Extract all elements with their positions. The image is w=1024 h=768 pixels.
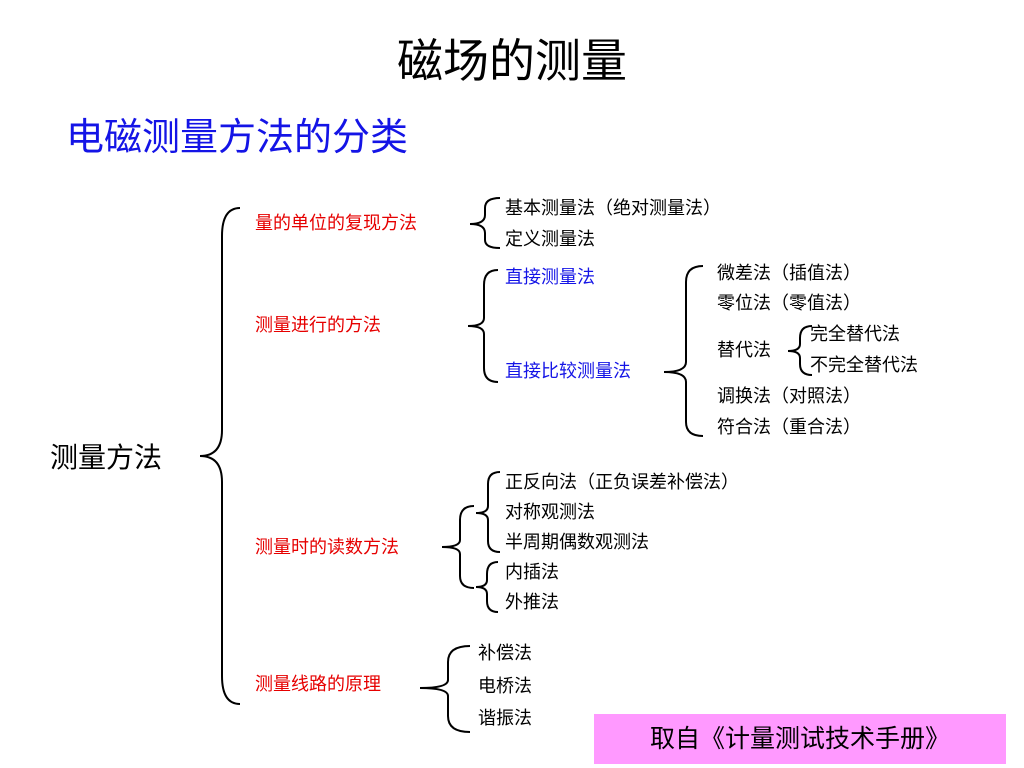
- category-reproduction: 量的单位的复现方法: [255, 213, 417, 234]
- method-interpolation: 内插法: [505, 562, 559, 583]
- method-differential: 微差法（插值法）: [717, 263, 861, 284]
- method-resonance: 谐振法: [478, 708, 532, 729]
- category-circuit: 测量线路的原理: [255, 674, 381, 695]
- method-partial-substitution: 不完全替代法: [810, 355, 918, 376]
- method-compensation: 补偿法: [478, 643, 532, 664]
- method-exchange: 调换法（对照法）: [717, 386, 861, 407]
- category-execution: 测量进行的方法: [255, 315, 381, 336]
- page-title: 磁场的测量: [397, 34, 627, 88]
- root-brace: [199, 207, 241, 705]
- method-symmetric: 对称观测法: [505, 502, 595, 523]
- method-extrapolation: 外推法: [505, 592, 559, 613]
- reading-group2-brace: [475, 561, 499, 613]
- method-direct: 直接测量法: [505, 267, 595, 288]
- method-forward-reverse: 正反向法（正负误差补偿法）: [505, 472, 739, 493]
- execution-brace: [467, 269, 499, 383]
- root-node: 测量方法: [50, 441, 163, 474]
- substitution-brace: [787, 325, 813, 376]
- method-direct-comparison: 直接比较测量法: [505, 361, 631, 382]
- source-note: 取自《计量测试技术手册》: [594, 714, 1006, 764]
- page-subtitle: 电磁测量方法的分类: [66, 115, 409, 159]
- method-full-substitution: 完全替代法: [810, 324, 900, 345]
- category-reading: 测量时的读数方法: [255, 537, 399, 558]
- circuit-brace: [419, 645, 471, 733]
- reproduction-brace: [469, 197, 501, 249]
- reading-brace: [441, 505, 475, 589]
- method-definition: 定义测量法: [505, 229, 595, 250]
- method-basic: 基本测量法（绝对测量法）: [505, 198, 721, 219]
- method-substitution: 替代法: [717, 340, 771, 361]
- method-null: 零位法（零值法）: [717, 293, 861, 314]
- method-coincidence: 符合法（重合法）: [717, 417, 861, 438]
- method-half-period: 半周期偶数观测法: [505, 532, 649, 553]
- comparison-brace: [663, 265, 704, 437]
- reading-group1-brace: [475, 471, 501, 553]
- method-bridge: 电桥法: [478, 676, 532, 697]
